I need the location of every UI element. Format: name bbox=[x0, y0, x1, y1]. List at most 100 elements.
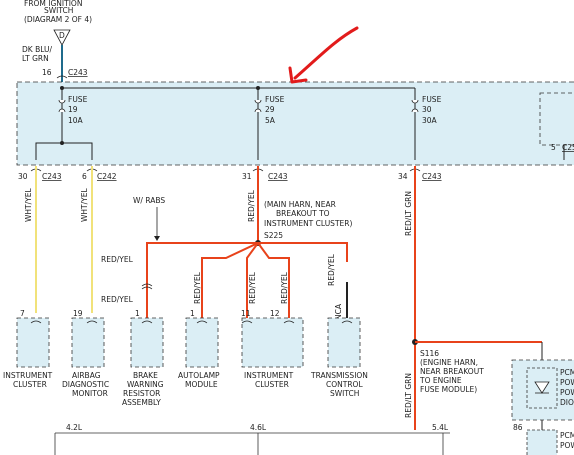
component-pcm-power-relay: PCM POW POW DIOD 86 PCM POW bbox=[511, 359, 574, 455]
fuse-box bbox=[16, 81, 574, 166]
engine-46l-label: 4.6L bbox=[250, 423, 267, 432]
module-label-3: POW bbox=[560, 388, 574, 397]
fuse-29-number: 29 bbox=[265, 105, 275, 114]
rabs-connector-icon bbox=[141, 283, 153, 290]
fuse-19-rating: 10A bbox=[68, 116, 84, 125]
option-label: W/ RABS bbox=[133, 196, 165, 205]
wire-pin34-label: RED/LT GRN bbox=[404, 191, 413, 236]
comp2-pin: 19 bbox=[73, 309, 83, 318]
pin-31-connector: C243 bbox=[268, 172, 288, 181]
source-line2: SWITCH bbox=[44, 6, 73, 15]
pin-30-connector: C243 bbox=[42, 172, 62, 181]
pin-6-connector: C242 bbox=[97, 172, 117, 181]
fuse-29-icon bbox=[254, 99, 262, 113]
annotation-arrow-icon bbox=[288, 26, 359, 84]
input-pin: 16 bbox=[42, 68, 52, 77]
comp4-line2: MODULE bbox=[185, 380, 218, 389]
module-label-4: DIOD bbox=[560, 398, 574, 407]
s116-name: S116 bbox=[420, 349, 439, 358]
comp3-line3: RESISTOR bbox=[123, 389, 160, 398]
fuse-19-label: FUSE bbox=[68, 95, 88, 104]
cluster-a-wire-label: RED/YEL bbox=[248, 271, 257, 304]
s225-note-2: BREAKOUT TO bbox=[276, 209, 330, 218]
component-instrument-cluster-1: 7 INSTRUMENT CLUSTER bbox=[3, 309, 53, 389]
autolamp-wire-label: RED/YEL bbox=[193, 271, 202, 304]
fuse-29-label: FUSE bbox=[265, 95, 285, 104]
comp5-pin-a: 11 bbox=[241, 309, 251, 318]
pin-31-number: 31 bbox=[242, 172, 252, 181]
right-box-connector: C25 bbox=[562, 143, 574, 152]
module-label-5: PCM bbox=[560, 431, 574, 440]
comp1-pin: 7 bbox=[20, 309, 25, 318]
pin-34-number: 34 bbox=[398, 172, 408, 181]
branch-wires bbox=[146, 242, 348, 318]
fuse-19-number: 19 bbox=[68, 105, 78, 114]
fuse-19: FUSE 19 10A bbox=[35, 86, 93, 160]
comp2-line2: DIAGNOSTIC bbox=[62, 380, 109, 389]
wire-pin31-label: RED/YEL bbox=[247, 189, 256, 222]
diode-icon bbox=[534, 381, 550, 394]
input-wire-color-2: LT GRN bbox=[22, 54, 49, 63]
fuse-30-number: 30 bbox=[422, 105, 432, 114]
module-label-2: POW bbox=[560, 378, 574, 387]
pin-34-connector: C243 bbox=[422, 172, 442, 181]
wire-pin6-label: WHT/YEL bbox=[80, 188, 89, 222]
comp3-line4: ASSEMBLY bbox=[122, 398, 161, 407]
pin-30-number: 30 bbox=[18, 172, 28, 181]
comp6-line3: SWITCH bbox=[330, 389, 359, 398]
s225-name: S225 bbox=[264, 231, 283, 240]
comp4-pin: 1 bbox=[190, 309, 195, 318]
rabs-wire-upper-label: RED/YEL bbox=[101, 255, 134, 264]
fuse-30-label: FUSE bbox=[422, 95, 442, 104]
s225-note-1: (MAIN HARN, NEAR bbox=[264, 200, 336, 209]
s116-note-3: TO ENGINE bbox=[419, 376, 462, 385]
comp5-pin-b: 12 bbox=[270, 309, 280, 318]
source-line3: (DIAGRAM 2 OF 4) bbox=[24, 15, 92, 24]
option-arrow-head-icon bbox=[154, 236, 160, 241]
component-instrument-cluster-2: 11 12 INSTRUMENT CLUSTER bbox=[241, 309, 304, 389]
s116-note-4: FUSE MODULE) bbox=[420, 385, 477, 394]
input-connector: C243 bbox=[68, 68, 88, 77]
trans-wire-bottom-label: NCA bbox=[334, 303, 343, 320]
pin-6-number: 6 bbox=[82, 172, 87, 181]
fuse-29: FUSE 29 5A bbox=[254, 86, 285, 160]
comp2-line3: MONITOR bbox=[72, 389, 108, 398]
comp5-line1: INSTRUMENT bbox=[244, 371, 294, 380]
module-pin: 86 bbox=[513, 423, 523, 432]
component-transmission-control-switch: TRANSMISSION CONTROL SWITCH bbox=[310, 317, 368, 398]
s116-wire-label: RED/LT GRN bbox=[404, 373, 413, 418]
comp3-pin: 1 bbox=[135, 309, 140, 318]
rabs-wire-lower-label: RED/YEL bbox=[101, 295, 134, 304]
comp3-line1: BRAKE bbox=[133, 371, 158, 380]
right-box-pin: 5 bbox=[551, 143, 556, 152]
fuse-19-icon bbox=[58, 99, 66, 113]
engine-54l-label: 5.4L bbox=[432, 423, 449, 432]
comp6-line2: CONTROL bbox=[326, 380, 363, 389]
input-wire-color-1: DK BLU/ bbox=[22, 45, 53, 54]
module-label-6: POW bbox=[560, 441, 574, 450]
trans-wire-top-label: RED/YEL bbox=[327, 253, 336, 286]
comp1-line2: CLUSTER bbox=[13, 380, 47, 389]
comp2-line1: AIRBAG bbox=[72, 371, 101, 380]
fuse-29-rating: 5A bbox=[265, 116, 276, 125]
component-autolamp-module: 1 AUTOLAMP MODULE bbox=[178, 309, 220, 389]
comp5-line2: CLUSTER bbox=[255, 380, 289, 389]
engine-42l-label: 4.2L bbox=[66, 423, 83, 432]
module-label-1: PCM bbox=[560, 368, 574, 377]
comp4-line1: AUTOLAMP bbox=[178, 371, 220, 380]
comp3-line2: WARNING bbox=[127, 380, 164, 389]
component-brake-warning-resistor: 1 BRAKE WARNING RESISTOR ASSEMBLY bbox=[122, 309, 164, 407]
fuse-30-rating: 30A bbox=[422, 116, 438, 125]
fuse-box-inner-module bbox=[539, 92, 574, 146]
source-connector-icon: D bbox=[53, 29, 71, 46]
fuse-30: FUSE 30 30A bbox=[411, 88, 442, 160]
wire-pin30-label: WHT/YEL bbox=[24, 188, 33, 222]
comp6-line1: TRANSMISSION bbox=[310, 371, 368, 380]
source-line1: FROM IGNITION bbox=[24, 0, 82, 8]
fuse-30-icon bbox=[411, 99, 419, 113]
s116-note-1: (ENGINE HARN, bbox=[420, 358, 478, 367]
s225-note-3: INSTRUMENT CLUSTER) bbox=[264, 219, 352, 228]
source-connector-letter: D bbox=[59, 31, 65, 40]
input-connector-icon bbox=[56, 75, 68, 79]
